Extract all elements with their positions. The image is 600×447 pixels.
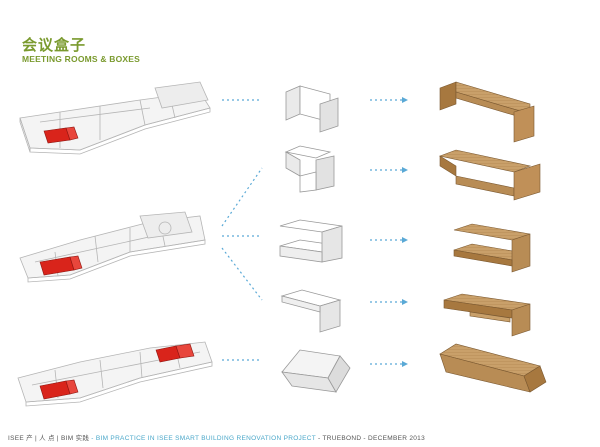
white-box-5 xyxy=(281,349,351,393)
wood-box-4 xyxy=(443,293,531,337)
connector-arrows xyxy=(370,99,402,365)
white-box-1 xyxy=(285,85,339,133)
footer-right: - TRUEBOND - DECEMBER 2013 xyxy=(315,435,426,442)
page-subtitle-english: MEETING ROOMS & BOXES xyxy=(22,54,141,64)
white-box-3 xyxy=(279,219,343,263)
wood-box-1 xyxy=(439,81,535,143)
highlight-room-middle xyxy=(39,255,83,276)
highlight-room-bottom-left xyxy=(39,379,79,400)
highlight-room-bottom-right xyxy=(155,343,195,363)
wood-box-5 xyxy=(439,343,547,393)
footer-credit: ISEE 产 | 人 点 | BIM 实践 - BIM PRACTICE IN … xyxy=(8,432,425,442)
arrowheads xyxy=(402,97,408,367)
wood-box-2 xyxy=(438,149,541,201)
wood-box-3 xyxy=(453,223,531,273)
page-title-chinese: 会议盒子 xyxy=(22,36,87,54)
connector-lines-plan xyxy=(221,99,263,361)
white-box-2 xyxy=(284,145,335,193)
footer-project: - BIM PRACTICE IN ISEE SMART BUILDING RE… xyxy=(91,435,316,442)
white-box-4 xyxy=(280,289,342,333)
highlight-room-top xyxy=(43,126,79,144)
footer-left: ISEE 产 | 人 点 | BIM 实践 xyxy=(8,435,92,442)
